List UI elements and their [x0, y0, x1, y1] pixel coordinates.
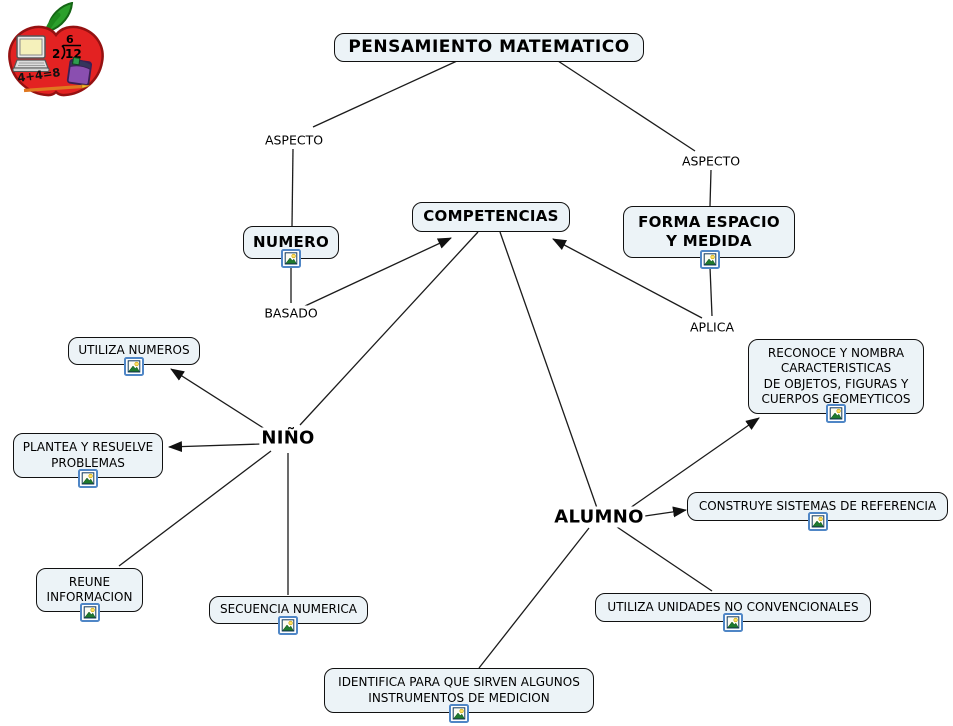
computer-icon — [12, 35, 50, 72]
image-icon[interactable] — [808, 512, 828, 531]
image-icon[interactable] — [80, 603, 100, 622]
image-icon[interactable] — [723, 613, 743, 632]
node-reune-informacion[interactable]: REUNE INFORMACION — [36, 568, 143, 612]
svg-text:12: 12 — [65, 47, 82, 61]
svg-text:2: 2 — [52, 47, 60, 61]
node-label: CONSTRUYE SISTEMAS DE REFERENCIA — [698, 498, 937, 513]
pencil-icon — [23, 84, 91, 93]
node-label: PLANTEA Y RESUELVE PROBLEMAS — [22, 440, 154, 470]
image-icon[interactable] — [78, 469, 98, 488]
division-expression: 6 2 12 — [52, 33, 82, 61]
node-utiliza-numeros[interactable]: UTILIZA NUMEROS — [68, 337, 200, 365]
node-label: UTILIZA UNIDADES NO CONVENCIONALES — [607, 599, 859, 614]
node-label: PENSAMIENTO MATEMATICO — [348, 36, 630, 57]
edge-label-aspecto-left[interactable]: ASPECTO — [262, 132, 326, 148]
node-label: REUNE INFORMACION — [46, 574, 133, 604]
image-icon[interactable] — [281, 249, 301, 268]
node-label: FORMA ESPACIO Y MEDIDA — [638, 212, 780, 250]
image-icon[interactable] — [826, 404, 846, 423]
node-reconoce-caracteristicas[interactable]: RECONOCE Y NOMBRA CARACTERISTICAS DE OBJ… — [748, 339, 924, 414]
node-label: NUMERO — [252, 232, 329, 251]
apple-math-logo: 6 2 12 4+4=8 — [2, 1, 114, 102]
node-pensamiento-matematico[interactable]: PENSAMIENTO MATEMATICO — [334, 33, 644, 62]
node-label: UTILIZA NUMEROS — [78, 343, 190, 358]
node-utiliza-unidades[interactable]: UTILIZA UNIDADES NO CONVENCIONALES — [595, 593, 871, 622]
image-icon[interactable] — [700, 250, 720, 269]
book-icon — [66, 56, 93, 86]
edge-label-aplica[interactable]: APLICA — [687, 319, 737, 335]
edge-label-aspecto-right[interactable]: ASPECTO — [679, 153, 743, 169]
node-forma-espacio-y-medida[interactable]: FORMA ESPACIO Y MEDIDA — [623, 206, 795, 258]
node-nino[interactable]: NIÑO — [259, 427, 317, 449]
node-label: SECUENCIA NUMERICA — [219, 602, 358, 617]
edge-label-basado[interactable]: BASADO — [262, 305, 320, 321]
image-icon[interactable] — [124, 357, 144, 376]
image-icon[interactable] — [278, 616, 298, 635]
node-competencias[interactable]: COMPETENCIAS — [412, 202, 570, 232]
node-label: COMPETENCIAS — [423, 207, 559, 226]
node-label: RECONOCE Y NOMBRA CARACTERISTICAS DE OBJ… — [761, 345, 911, 406]
node-alumno[interactable]: ALUMNO — [552, 506, 646, 528]
sum-expression: 4+4=8 — [16, 65, 61, 85]
leaf-icon — [46, 1, 74, 33]
image-icon[interactable] — [449, 704, 469, 723]
node-construye-sistemas[interactable]: CONSTRUYE SISTEMAS DE REFERENCIA — [687, 492, 948, 521]
node-label: IDENTIFICA PARA QUE SIRVEN ALGUNOS INSTR… — [338, 675, 580, 705]
svg-text:6: 6 — [66, 33, 74, 46]
